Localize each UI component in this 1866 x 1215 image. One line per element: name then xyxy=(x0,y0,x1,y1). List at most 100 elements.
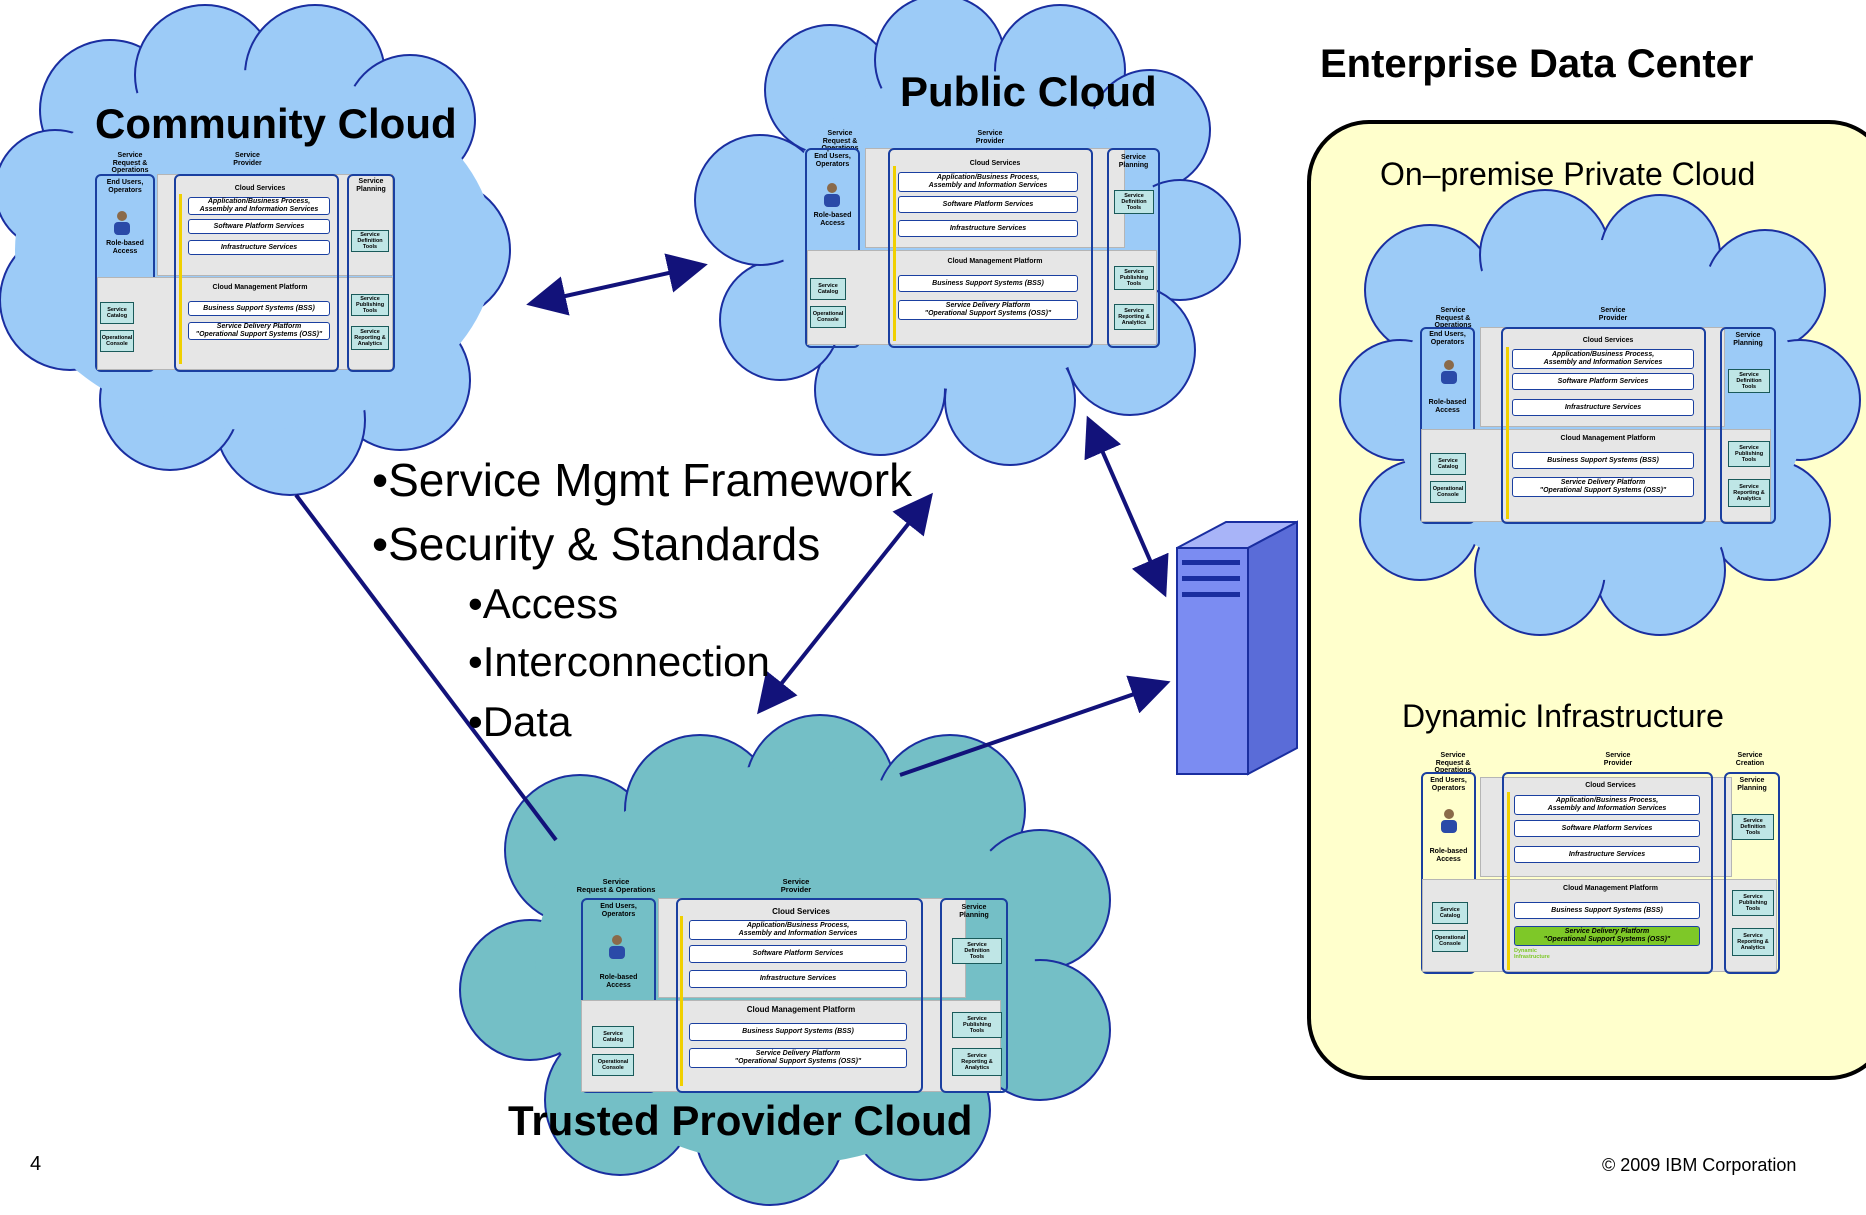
infra-services-box: Infrastructure Services xyxy=(188,240,330,255)
cmp-label: Cloud Management Platform xyxy=(1563,885,1658,892)
users-label: End Users, Operators xyxy=(600,903,637,918)
provider-column xyxy=(888,148,1093,348)
dynamic-infra-title: Dynamic Infrastructure xyxy=(1402,698,1724,734)
arrow-trusted-server xyxy=(899,675,1171,777)
cloud-services-label: Cloud Services xyxy=(969,160,1021,167)
col-request-label: Service Request & Operations xyxy=(1434,307,1472,330)
user-icon xyxy=(609,935,625,959)
request-column xyxy=(1421,772,1476,974)
oss-box: Service Delivery Platform "Operational S… xyxy=(1514,926,1700,946)
infra-services-box: Infrastructure Services xyxy=(898,220,1078,237)
planning-label: Service Planning xyxy=(1118,154,1149,169)
standards-bar xyxy=(1506,347,1509,519)
copyright: © 2009 IBM Corporation xyxy=(1602,1155,1797,1175)
arch-trusted: Service Request & Operations Service Pro… xyxy=(576,877,1011,1093)
console-box: Operational Console xyxy=(1432,930,1468,952)
oss-box: Service Delivery Platform "Operational S… xyxy=(188,322,330,340)
bullet-data: •Data xyxy=(468,698,572,745)
management-panel xyxy=(1421,429,1771,522)
role-label: Role-based Access xyxy=(813,212,852,227)
reporting-box: Service Reporting & Analytics xyxy=(351,326,389,350)
planning-column xyxy=(940,898,1008,1093)
console-box: Operational Console xyxy=(1430,481,1466,503)
bullet-service-mgmt: •Service Mgmt Framework xyxy=(372,454,913,506)
publishing-tools-box: Service Publishing Tools xyxy=(351,294,389,316)
catalog-box: Service Catalog xyxy=(1430,453,1466,475)
software-services-box: Software Platform Services xyxy=(898,196,1078,213)
standards-bar xyxy=(680,916,683,1086)
arch-public: Service Request & Operations Service Pro… xyxy=(805,130,1160,348)
arrow-community-public xyxy=(526,253,708,316)
app-services-box: Application/Business Process, Assembly a… xyxy=(898,172,1078,192)
console-box: Operational Console xyxy=(100,330,134,352)
bullet-access: •Access xyxy=(468,580,619,627)
col-provider-label: Service Provider xyxy=(233,152,262,167)
provider-column xyxy=(1501,327,1706,524)
standards-bar xyxy=(1507,792,1510,970)
app-services-box: Application/Business Process, Assembly a… xyxy=(1514,795,1700,815)
publishing-tools-box: Service Publishing Tools xyxy=(1732,890,1774,916)
server-icon xyxy=(1176,520,1298,776)
user-icon xyxy=(1441,360,1457,384)
infra-services-box: Infrastructure Services xyxy=(689,970,907,988)
col-request-label: Service Request & Operations xyxy=(1434,752,1472,775)
planning-label: Service Planning xyxy=(959,904,989,919)
catalog-box: Service Catalog xyxy=(100,302,134,324)
bss-box: Business Support Systems (BSS) xyxy=(689,1023,907,1041)
definition-tools-box: Service Definition Tools xyxy=(952,938,1002,964)
reporting-box: Service Reporting & Analytics xyxy=(1728,479,1770,507)
bss-box: Business Support Systems (BSS) xyxy=(188,301,330,316)
planning-label: Service Planning xyxy=(356,178,386,193)
catalog-box: Service Catalog xyxy=(1432,902,1468,924)
reporting-box: Service Reporting & Analytics xyxy=(1732,928,1774,956)
cloud-services-label: Cloud Services xyxy=(772,907,830,916)
private-cloud-title: On–premise Private Cloud xyxy=(1380,156,1756,192)
arrow-center xyxy=(757,492,933,715)
management-panel xyxy=(581,1000,1001,1092)
users-label: End Users, Operators xyxy=(814,153,851,168)
provider-column xyxy=(1502,772,1713,974)
definition-tools-box: Service Definition Tools xyxy=(351,230,389,252)
provider-column xyxy=(676,898,923,1093)
planning-column xyxy=(1724,772,1780,974)
management-panel xyxy=(1422,879,1777,972)
arch-dynamic: Service Request & Operations Service Pro… xyxy=(1418,752,1780,974)
role-label: Role-based Access xyxy=(106,240,144,255)
cloud-services-label: Cloud Services xyxy=(234,185,286,192)
col-request-label: Service Request & Operations xyxy=(576,877,656,895)
arch-private: Service Request & Operations Service Pro… xyxy=(1418,307,1776,524)
oss-box: Service Delivery Platform "Operational S… xyxy=(898,300,1078,320)
planning-column xyxy=(1720,327,1776,524)
arch-community: Service Request & Operations Service Pro… xyxy=(95,152,395,372)
community-cloud-title: Community Cloud xyxy=(95,100,457,147)
public-cloud-title: Public Cloud xyxy=(900,68,1157,115)
bss-box: Business Support Systems (BSS) xyxy=(1514,902,1700,919)
console-box: Operational Console xyxy=(810,306,846,328)
catalog-box: Service Catalog xyxy=(810,278,846,300)
definition-tools-box: Service Definition Tools xyxy=(1732,814,1774,840)
link-community-trusted xyxy=(294,493,558,842)
cmp-label: Cloud Management Platform xyxy=(1560,435,1656,442)
users-label: End Users, Operators xyxy=(1429,331,1466,346)
reporting-box: Service Reporting & Analytics xyxy=(1114,304,1154,330)
cmp-label: Cloud Management Platform xyxy=(947,258,1043,265)
dynamic-tag: Dynamic Infrastructure xyxy=(1514,948,1550,961)
app-services-box: Application/Business Process, Assembly a… xyxy=(1512,349,1694,369)
management-panel xyxy=(807,250,1157,345)
users-label: End Users, Operators xyxy=(1430,777,1467,792)
role-label: Role-based Access xyxy=(1429,848,1468,863)
reporting-box: Service Reporting & Analytics xyxy=(952,1048,1002,1076)
col-creation-label: Service Creation xyxy=(1735,752,1765,767)
software-services-box: Software Platform Services xyxy=(1512,373,1694,390)
provider-column xyxy=(174,174,339,372)
col-provider-label: Service Provider xyxy=(1598,307,1628,322)
cmp-label: Cloud Management Platform xyxy=(746,1005,856,1014)
definition-tools-box: Service Definition Tools xyxy=(1114,190,1154,214)
trusted-cloud-title: Trusted Provider Cloud xyxy=(508,1097,973,1144)
oss-box: Service Delivery Platform "Operational S… xyxy=(689,1048,907,1068)
console-box: Operational Console xyxy=(592,1054,634,1076)
planning-column xyxy=(1107,148,1160,348)
col-provider-label: Service Provider xyxy=(975,130,1005,145)
role-label: Role-based Access xyxy=(1428,399,1467,414)
enterprise-title: Enterprise Data Center xyxy=(1320,42,1754,86)
